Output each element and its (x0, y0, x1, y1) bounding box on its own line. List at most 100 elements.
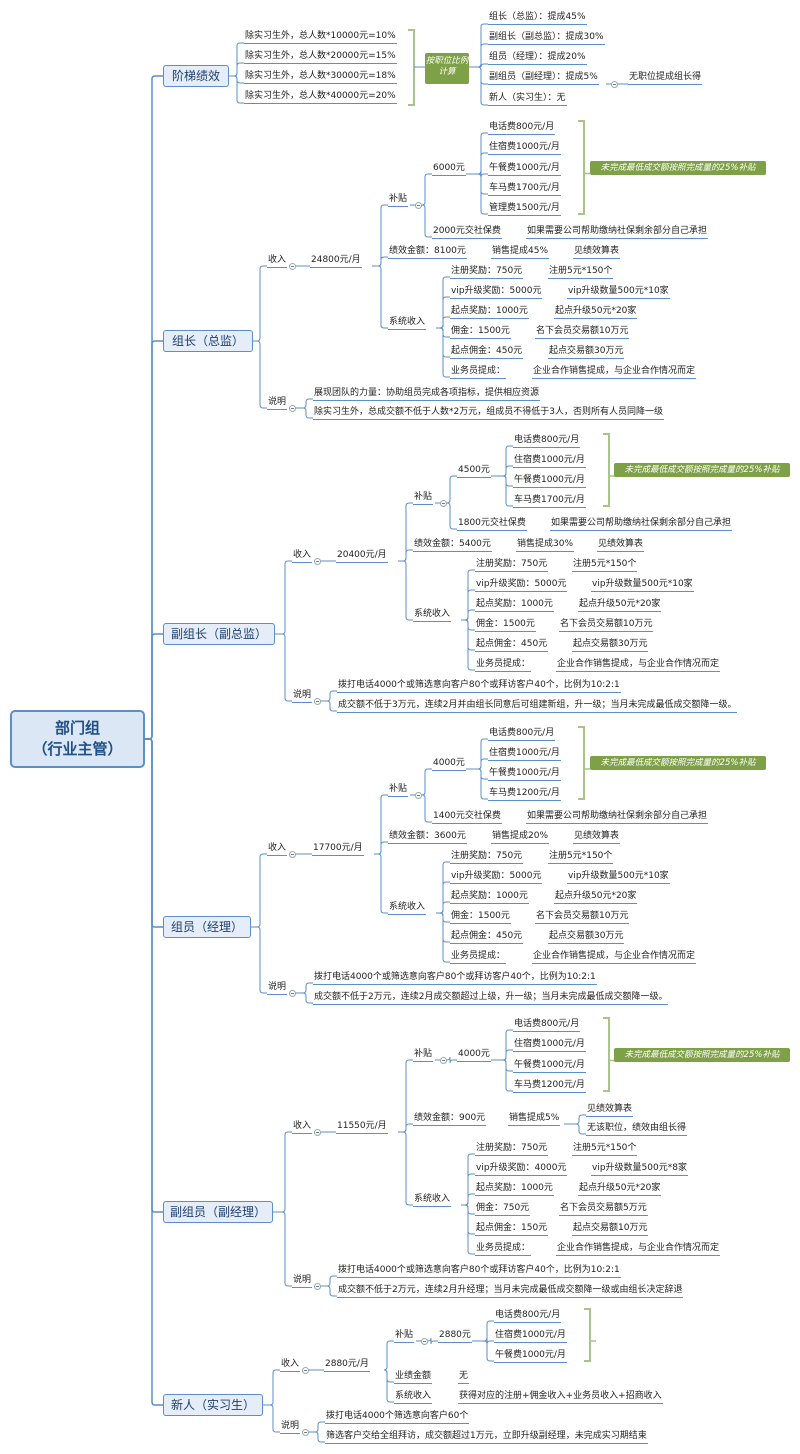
g1-shebao-note: 如果需要公司帮助缴纳社保剩余部分自己承担 (526, 225, 709, 239)
branch-g3[interactable]: 组员（经理） (163, 916, 251, 938)
connector-line (374, 841, 388, 855)
sys-item-detail: 名下会员交易额5万元 (559, 1202, 648, 1216)
role-5: 新人（实习生）：无 (488, 92, 567, 106)
connector-line (436, 327, 450, 358)
g2-bt-4: 车马费1700元/月 (513, 494, 586, 508)
sys-item-label: 佣金：750元 (475, 1202, 531, 1216)
connector-line (469, 23, 488, 68)
g4-butie: 补贴 (413, 1048, 434, 1062)
branch-jieti[interactable]: 阶梯绩效 (163, 65, 229, 87)
connector-line (466, 768, 488, 800)
collapse-icon[interactable] (314, 698, 321, 705)
connector-line (436, 276, 450, 329)
g4-bt-1: 电话费800元/月 (513, 1018, 581, 1032)
connector-line (461, 569, 475, 621)
connector-line (466, 170, 488, 178)
g2-xitong: 系统收入 (413, 608, 452, 622)
collapse-icon[interactable] (302, 1367, 309, 1374)
collapse-icon[interactable] (289, 405, 296, 412)
g2-bt-2: 住宿费1000元/月 (513, 454, 586, 468)
collapse-icon[interactable] (302, 1429, 309, 1436)
connector-line (472, 1340, 494, 1362)
branch-g2[interactable]: 副组长（副总监） (163, 623, 275, 645)
rate-4: 除实习生外，总人数*40000元=20% (244, 90, 397, 104)
g5-bt-2: 住宿费1000元/月 (494, 1329, 567, 1343)
collapse-icon[interactable] (415, 202, 422, 209)
connector-line (469, 66, 488, 106)
g4-bt-4: 车马费1200元/月 (513, 1079, 586, 1093)
g3-note-1: 拨打电话4000个或筛选意向客户80个或拜访客户40个，比例为10:2:1 (313, 971, 597, 985)
connector-line (275, 560, 292, 635)
connector-line (472, 1337, 494, 1345)
g2-jixiao: 绩效金额：5400元 (413, 538, 492, 552)
connector-line (461, 609, 475, 621)
g5-bt-1: 电话费800元/月 (494, 1309, 562, 1323)
connector-line (469, 43, 488, 68)
g3-shuoming: 说明 (267, 981, 288, 995)
connector-line (603, 433, 610, 507)
connector-line (436, 881, 450, 914)
root-subtitle: （行业主管） (32, 740, 123, 758)
connector-line (383, 1369, 394, 1383)
root-node[interactable]: 部门组 （行业主管） (10, 710, 145, 768)
g5-note-1: 拨打电话4000个筛选意向客户60个 (325, 1410, 470, 1424)
g4-jx-c: 无该职位，绩效由组长得 (586, 1122, 688, 1136)
connector-line (436, 327, 450, 338)
role-3: 组员（经理）：提成20% (488, 51, 587, 65)
g5-xitong: 系统收入 (394, 1390, 433, 1404)
branch-g1[interactable]: 组长（总监） (163, 330, 253, 352)
branch-g4[interactable]: 副组员（副经理） (163, 1201, 273, 1223)
connector-line (466, 173, 488, 215)
collapse-icon[interactable] (440, 1057, 447, 1064)
connector-line (491, 1049, 513, 1061)
branch-g5[interactable]: 新人（实习生） (163, 1394, 263, 1416)
collapse-icon[interactable] (314, 1129, 321, 1136)
connector-line (491, 1059, 513, 1092)
g3-bt-4: 车马费1200元/月 (488, 787, 561, 801)
connector-line (491, 475, 513, 487)
collapse-icon[interactable] (421, 1338, 428, 1345)
connector-line (436, 296, 450, 329)
g1-bt-1: 电话费800元/月 (488, 121, 556, 135)
collapse-icon[interactable] (289, 263, 296, 270)
sys-item-detail: vip升级数量500元*8家 (591, 1162, 688, 1176)
connector-line (398, 1123, 413, 1133)
g2-note-2: 成交额不低于3万元，连续2月并由组长同意后可组建新组，升一级；当月未完成最低成交… (337, 699, 738, 713)
g1-jx-a: 销售提成45% (491, 245, 550, 259)
sys-item-detail: 企业合作销售提成，与企业合作情况而定 (556, 1242, 721, 1256)
role-note: 无职位提成组长得 (628, 71, 703, 85)
connector-line (461, 619, 475, 671)
g2-jx-a: 销售提成30% (516, 538, 575, 552)
g5-jixiao-val: 无 (458, 1370, 470, 1384)
collapse-icon[interactable] (314, 558, 321, 565)
sys-item-detail: 企业合作销售提成，与企业合作情况而定 (532, 950, 697, 964)
sys-item-detail: 名下会员交易额10万元 (559, 618, 654, 632)
g3-bt-amount: 4000元 (432, 757, 466, 771)
g5-shouru: 收入 (280, 1358, 301, 1372)
sys-item-detail: 起点交易额30万元 (572, 638, 649, 652)
g1-bt-amount: 6000元 (432, 162, 466, 176)
sys-item-detail: 起点升级50元*20家 (578, 1182, 662, 1196)
g3-shouru: 收入 (267, 842, 288, 856)
g3-jixiao: 绩效金额：3600元 (388, 830, 467, 844)
sys-item-label: 起点奖励：1000元 (475, 598, 554, 612)
g1-bt-4: 车马费1700元/月 (488, 182, 561, 196)
collapse-icon[interactable] (289, 851, 296, 858)
collapse-icon[interactable] (314, 1283, 321, 1290)
collapse-icon[interactable] (415, 792, 422, 799)
connector-line (564, 1123, 586, 1135)
g5-bt-amount: 2880元 (438, 1329, 472, 1343)
collapse-icon[interactable] (289, 990, 296, 997)
sys-item-detail: 起点升级50元*20家 (554, 890, 638, 904)
connector-line (383, 1369, 394, 1403)
g2-bt-note: 未完成最低成交额按照完成量的25%补贴 (614, 463, 790, 477)
sys-item-label: 注册奖励：750元 (475, 1142, 549, 1156)
connector-line (603, 1017, 610, 1092)
g3-note-2: 成交额不低于2万元，连续2月成交额超过上级，升一级；当月未完成最低成交额降一级。 (313, 991, 669, 1005)
connector-line (466, 173, 488, 195)
collapse-icon[interactable] (440, 500, 447, 507)
connector-line (251, 926, 267, 994)
collapse-icon[interactable] (611, 81, 618, 88)
g4-xitong: 系统收入 (413, 1193, 452, 1207)
sys-item-detail: 注册5元*150个 (572, 558, 638, 572)
